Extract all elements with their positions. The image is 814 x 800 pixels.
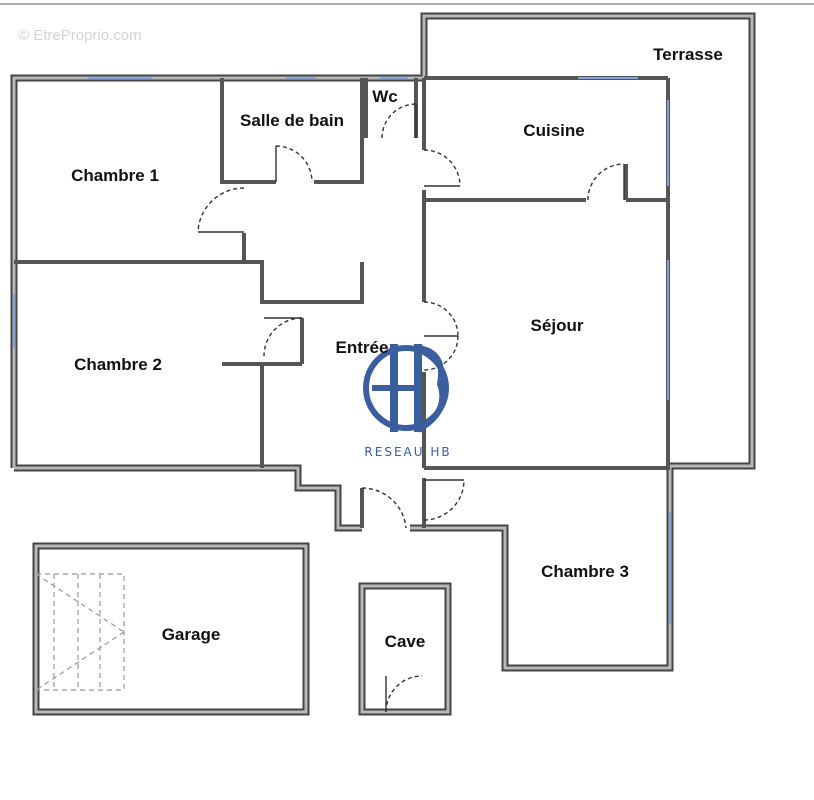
label-entree: Entrée [336, 338, 389, 357]
interior-walls [14, 76, 670, 528]
label-chambre-3: Chambre 3 [541, 562, 629, 581]
label-terrasse: Terrasse [653, 45, 723, 64]
watermark-text: © EtreProprio.com [18, 27, 142, 44]
label-chambre-1: Chambre 1 [71, 166, 159, 185]
label-sejour: Séjour [531, 316, 584, 335]
doors [197, 103, 625, 713]
label-wc: Wc [372, 87, 398, 106]
logo-caption: RESEAU HB [364, 445, 451, 459]
label-cave: Cave [385, 632, 426, 651]
label-cuisine: Cuisine [523, 121, 584, 140]
logo-b-bowl [416, 345, 446, 433]
windows [13, 77, 671, 624]
label-chambre-2: Chambre 2 [74, 355, 162, 374]
reseau-hb-logo: RESEAU HB [363, 344, 451, 459]
label-salle-de-bain: Salle de bain [240, 111, 344, 130]
logo-ring [363, 345, 449, 431]
label-garage: Garage [162, 625, 221, 644]
garage-stairs [35, 573, 125, 691]
